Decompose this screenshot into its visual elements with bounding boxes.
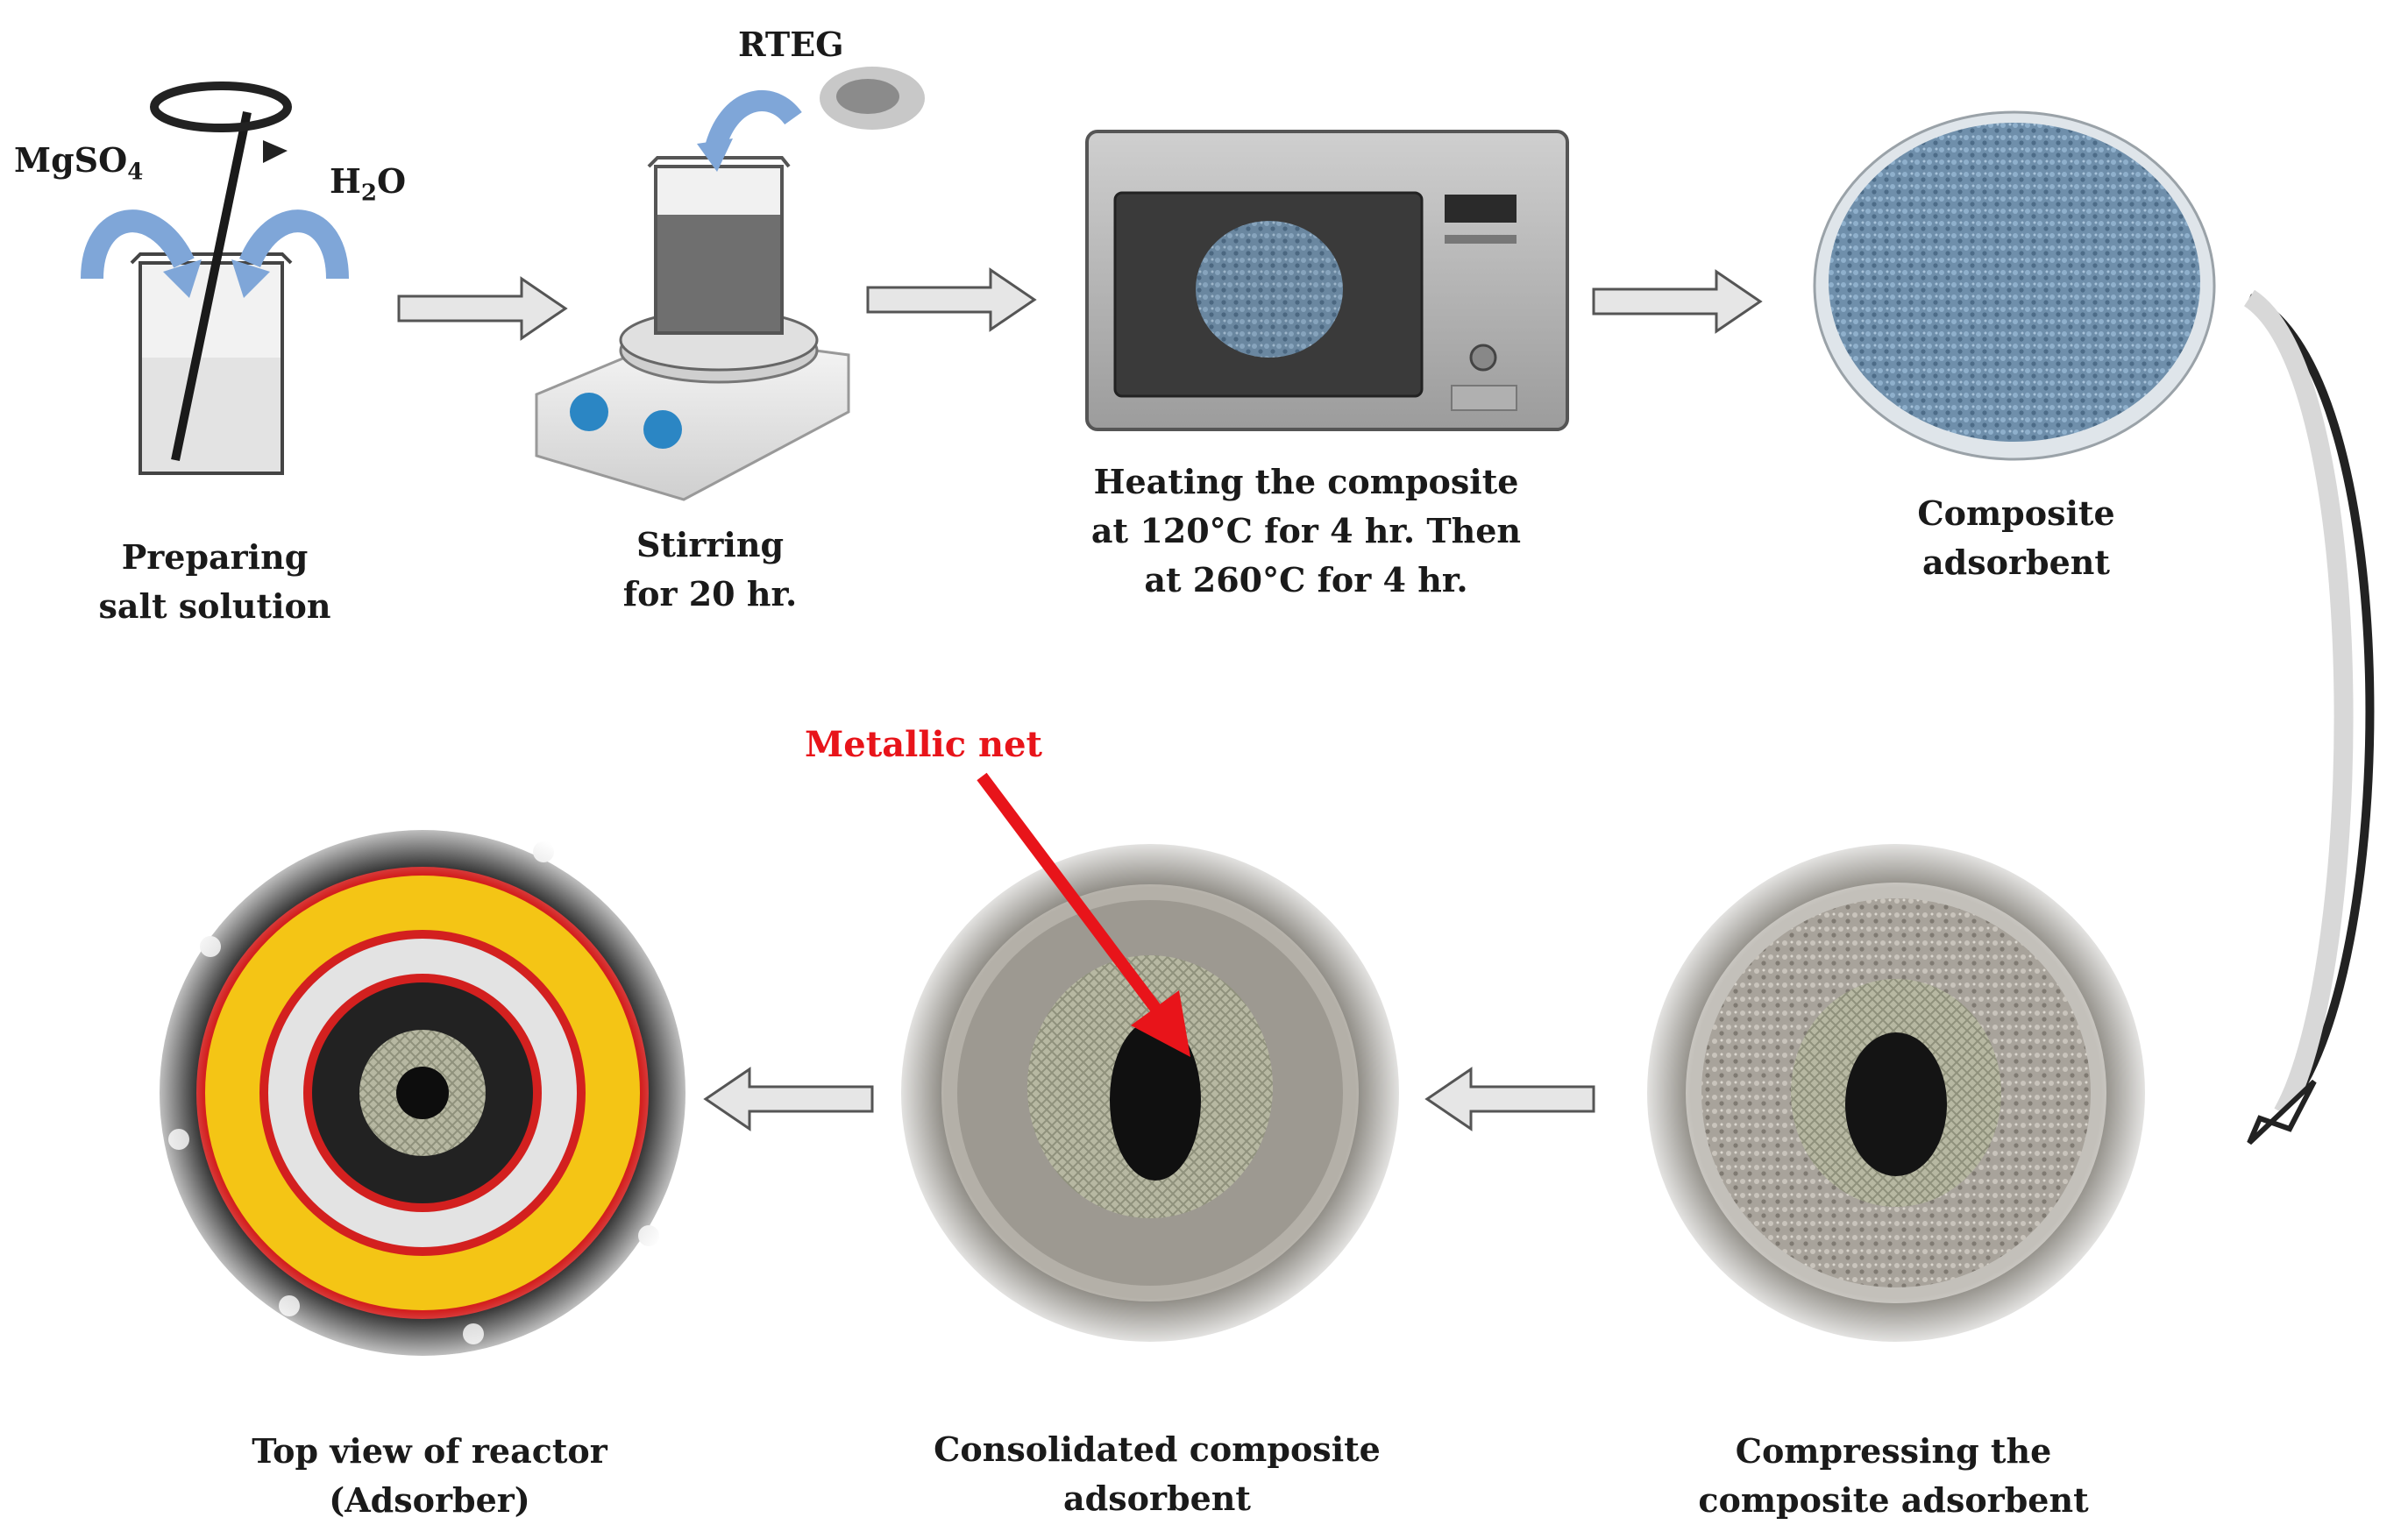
step-reactor-caption: Top view of reactor(Adsorber) xyxy=(252,1431,607,1520)
flow-arrow-icon xyxy=(1424,1067,1595,1131)
compressing-photo-icon xyxy=(1633,830,2159,1356)
beaker-salt-solution-icon xyxy=(130,82,293,475)
flow-arrow-icon xyxy=(703,1067,874,1131)
flow-arrow-icon xyxy=(397,276,568,341)
magnetic-stirrer-icon xyxy=(535,67,925,501)
mgso4-label: MgSO4 xyxy=(14,140,144,186)
rteg-label: RTEG xyxy=(738,25,844,64)
reactor-top-view-icon xyxy=(142,812,703,1373)
microwave-oven-icon xyxy=(1085,130,1569,431)
curved-return-arrow-icon xyxy=(2243,289,2375,1145)
flow-arrow-icon xyxy=(866,267,1037,332)
metallic-net-label: Metallic net xyxy=(805,724,1042,765)
flow-arrow-icon xyxy=(1592,269,1763,334)
petri-dish-adsorbent-icon xyxy=(1813,110,2216,461)
curl-arrow-icon xyxy=(81,209,349,298)
metallic-net-pointer-icon xyxy=(977,772,1190,1057)
water-label: H2O xyxy=(330,161,407,207)
consolidated-photo-icon xyxy=(887,830,1413,1356)
